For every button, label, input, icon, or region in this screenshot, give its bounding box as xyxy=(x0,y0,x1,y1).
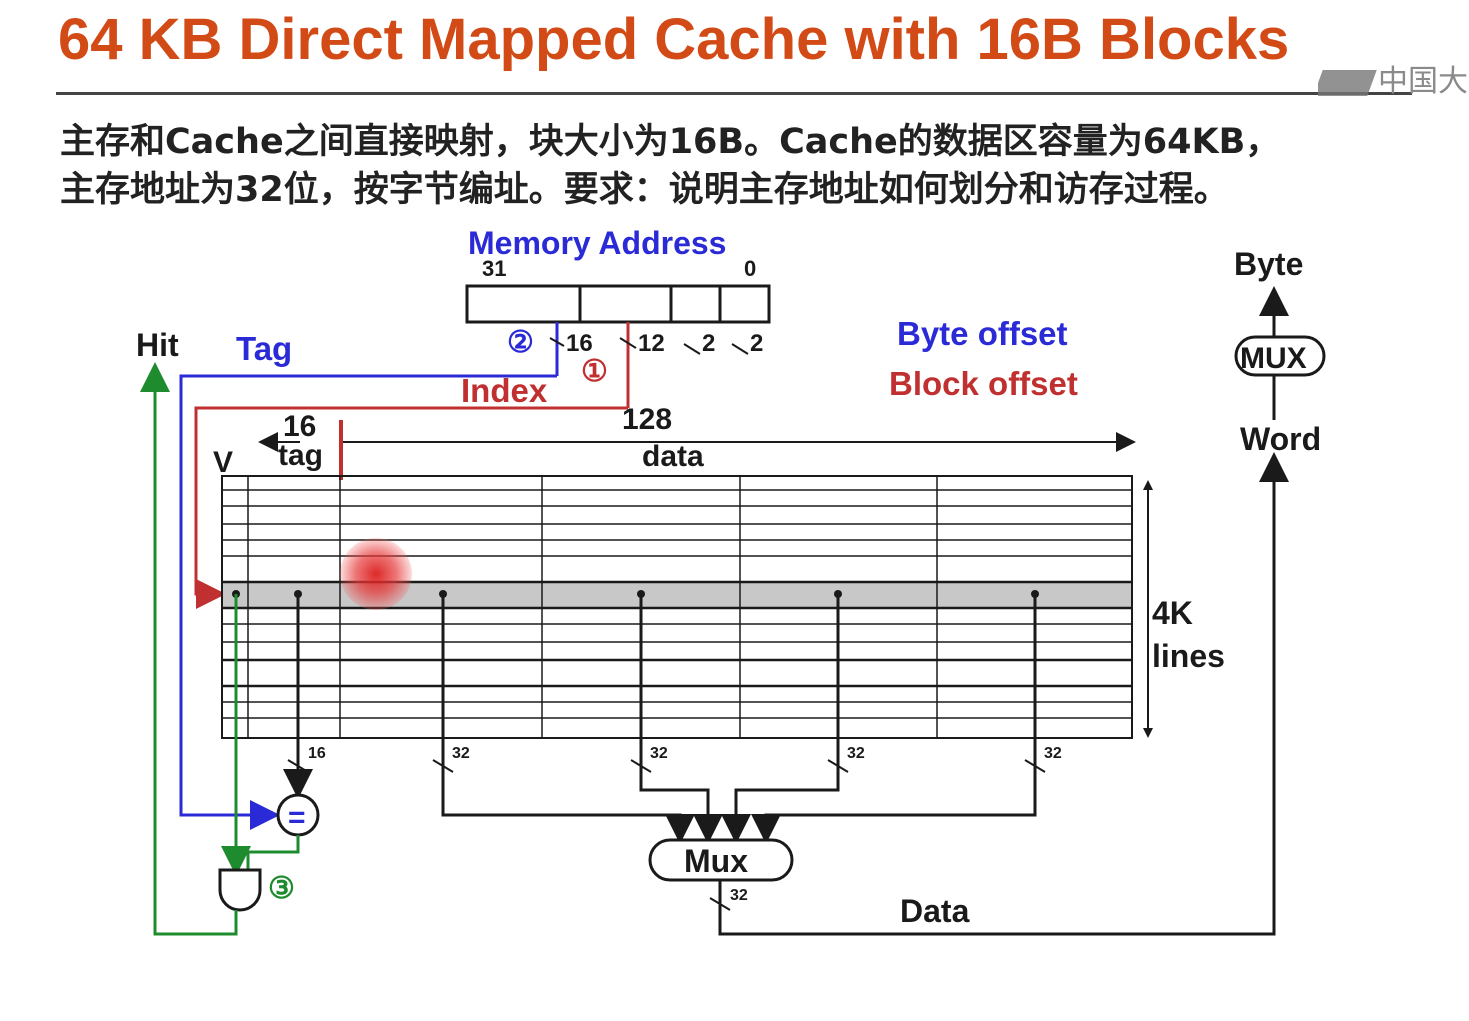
tag-width-label: 16 xyxy=(283,410,316,443)
bitwidth-slashes xyxy=(549,337,749,355)
tag-wire xyxy=(179,374,557,830)
word1-bus-width: 32 xyxy=(650,745,668,762)
title-underline xyxy=(56,92,1412,95)
hit-output-wire xyxy=(140,362,238,936)
valid-column-label: V xyxy=(213,446,233,479)
index-wire xyxy=(194,406,628,609)
word-mux-label: Mux xyxy=(684,843,748,879)
byte-offset-label: Byte offset xyxy=(897,315,1068,352)
data-output-label: Data xyxy=(900,893,970,929)
lsb-label: 0 xyxy=(744,256,756,281)
index-bits-label: 12 xyxy=(638,330,665,357)
description-line-1: 主存和Cache之间直接映射，块大小为16B。Cache的数据区容量为64KB， xyxy=(60,122,1281,162)
problem-description: 主存和Cache之间直接映射，块大小为16B。Cache的数据区容量为64KB，… xyxy=(60,118,1440,214)
index-label: Index xyxy=(461,372,548,409)
description-line-2: 主存地址为32位，按字节编址。要求：说明主存地址如何划分和访存过程。 xyxy=(60,170,1229,210)
mux-out-bus-width: 32 xyxy=(730,887,748,904)
word0-bus-width: 32 xyxy=(452,745,470,762)
compare-result-wire xyxy=(246,835,300,870)
tag-column-label: tag xyxy=(278,439,323,472)
lines-word-label: lines xyxy=(1152,638,1225,674)
cache-table xyxy=(221,475,1133,739)
lines-count-label: 4K xyxy=(1152,595,1193,631)
page-title: 64 KB Direct Mapped Cache with 16B Block… xyxy=(58,7,1290,72)
watermark: 中国大 xyxy=(1318,56,1469,96)
comparator-symbol: = xyxy=(288,801,306,834)
word-label: Word xyxy=(1240,421,1321,457)
block-offset-bits-label: 2 xyxy=(702,330,715,357)
data-column-label: data xyxy=(642,440,704,473)
tag-label: Tag xyxy=(236,330,292,367)
step-3-marker: ③ xyxy=(268,872,295,905)
step-2-marker: ② xyxy=(507,326,534,359)
byte-label: Byte xyxy=(1234,246,1303,282)
word3-bus-width: 32 xyxy=(1044,745,1062,762)
tag-bits-label: 16 xyxy=(566,330,593,357)
and-gate xyxy=(218,868,262,912)
memory-address-label: Memory Address xyxy=(468,225,726,261)
msb-label: 31 xyxy=(482,256,506,281)
data-width-label: 128 xyxy=(622,403,672,436)
block-offset-label: Block offset xyxy=(889,365,1078,402)
step-1-marker: ① xyxy=(581,355,608,388)
hit-label: Hit xyxy=(136,327,179,363)
byte-offset-bits-label: 2 xyxy=(750,330,763,357)
watermark-text: 中国大 xyxy=(1378,64,1468,96)
byte-mux-label: MUX xyxy=(1240,342,1307,375)
data-output-wire xyxy=(718,452,1289,936)
data-word-wires xyxy=(441,594,1037,844)
address-register xyxy=(465,284,771,324)
tag-bus-width: 16 xyxy=(308,745,326,762)
word2-bus-width: 32 xyxy=(847,745,865,762)
pointer-cursor-icon xyxy=(340,538,412,610)
byte-mux xyxy=(1234,335,1326,377)
